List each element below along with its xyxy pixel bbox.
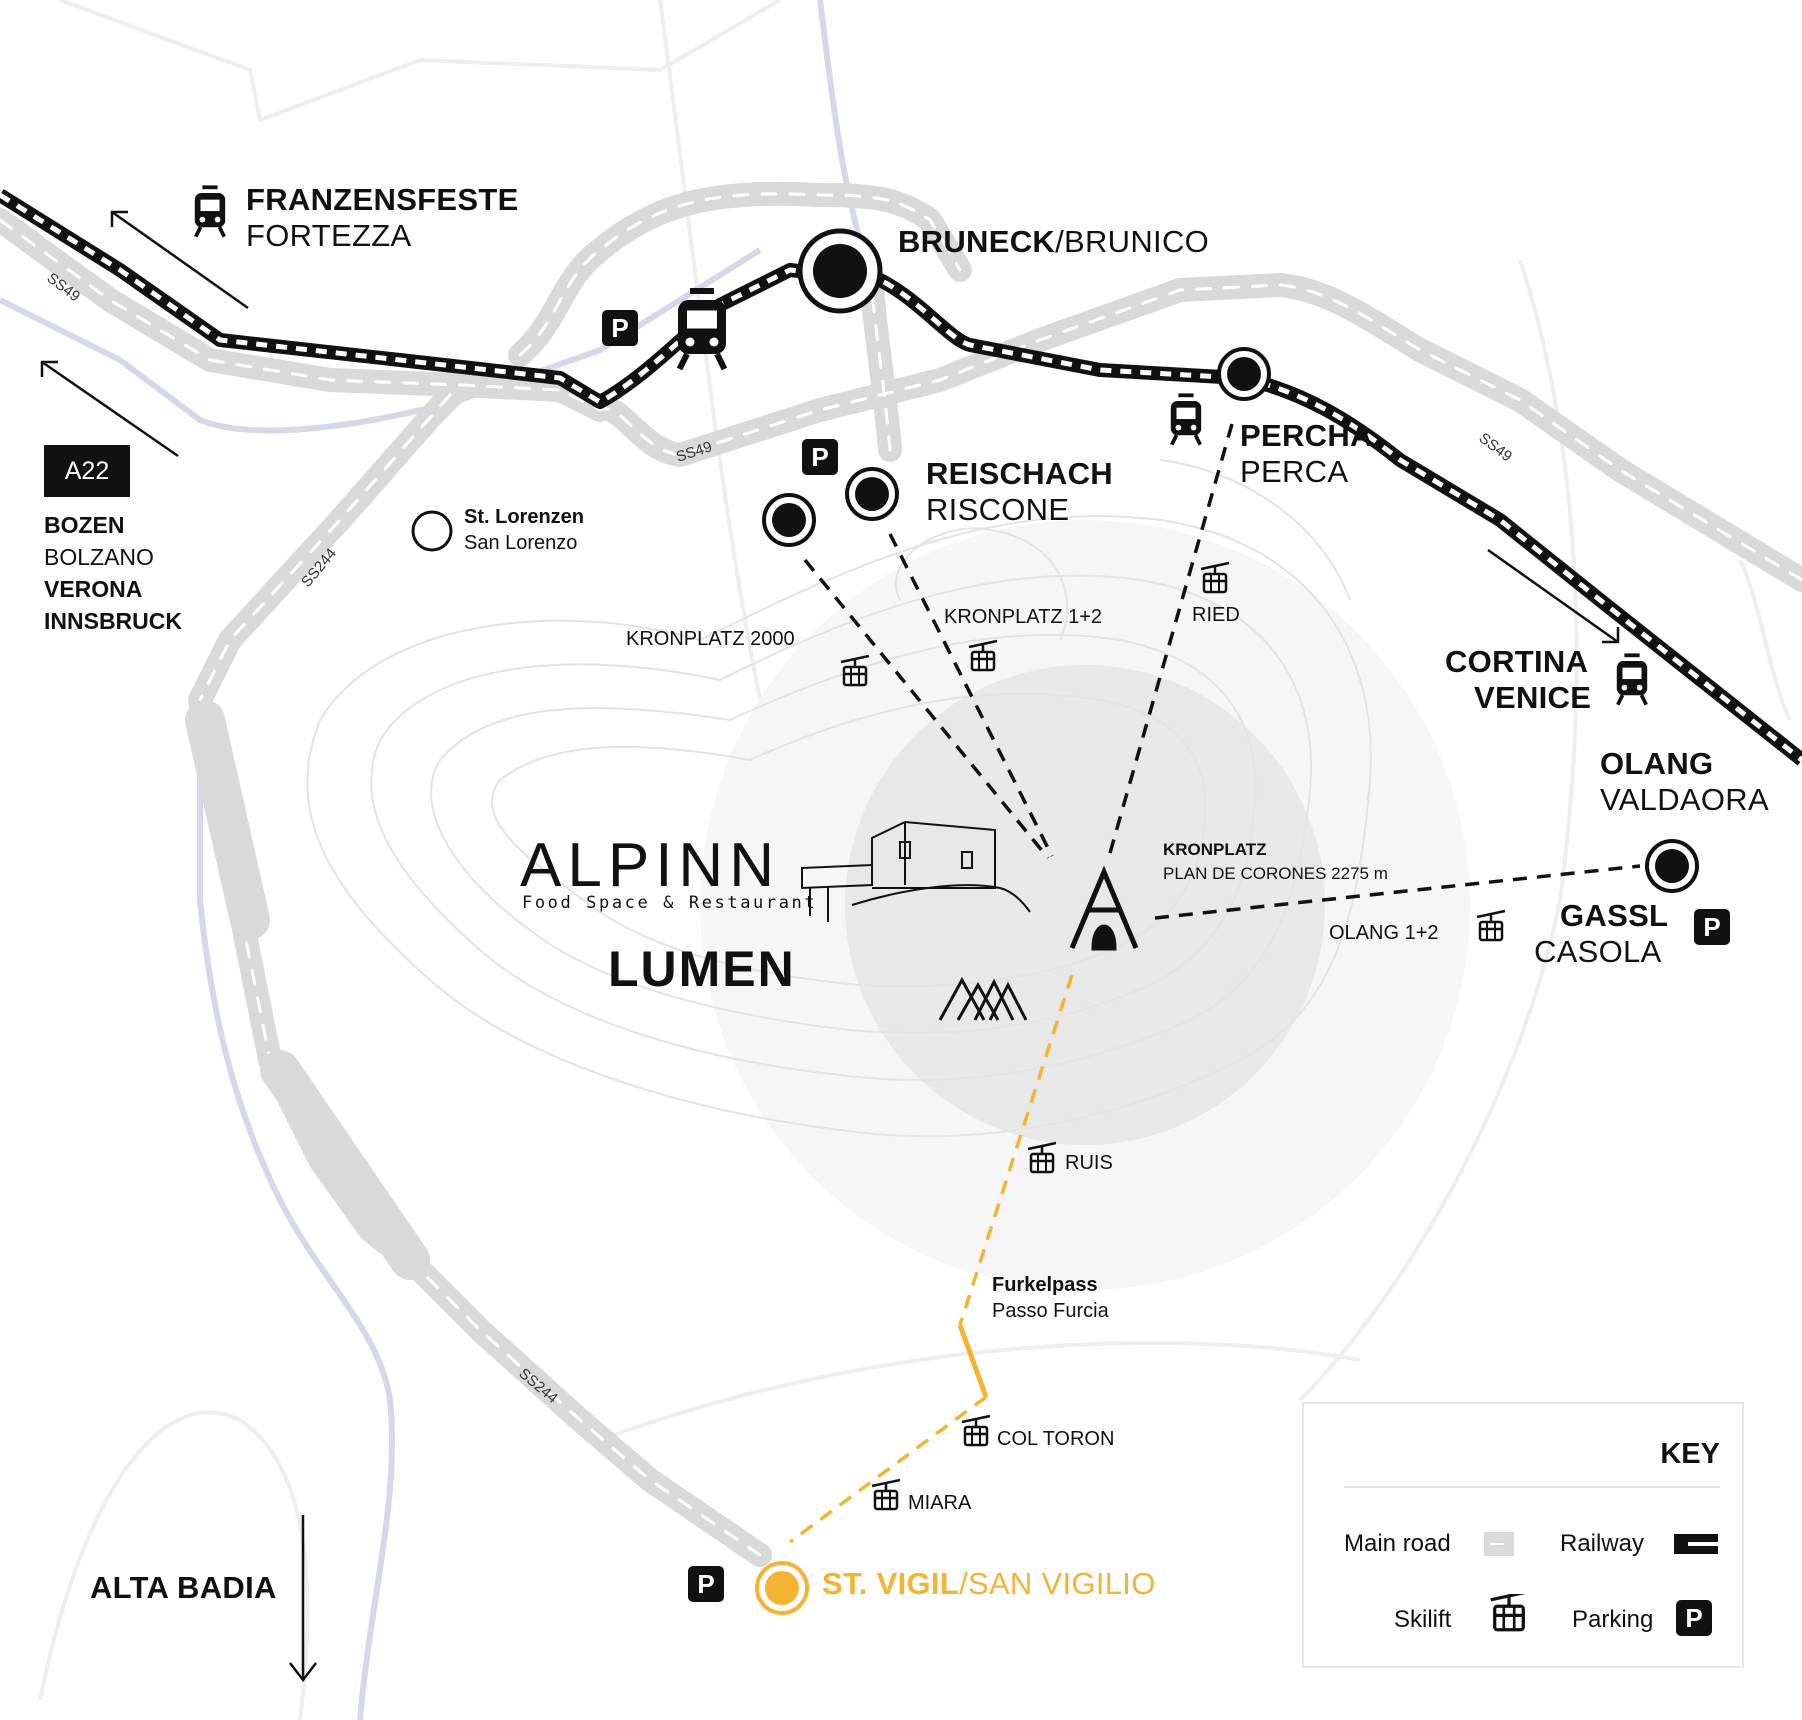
main-road-swatch-icon	[1484, 1532, 1514, 1556]
parking-key-icon: P	[1676, 1600, 1712, 1636]
passo-furcia-label: Passo Furcia	[992, 1300, 1109, 1322]
lift-label-col-toron: COL TORON	[997, 1428, 1115, 1450]
lift-label-ruis: RUIS	[1065, 1152, 1113, 1174]
furkelpass-label: Furkelpass	[992, 1274, 1098, 1296]
percha-label: PERCHA	[1240, 418, 1373, 453]
valdaora-label: VALDAORA	[1600, 782, 1769, 817]
key-parking-label: Parking	[1572, 1606, 1654, 1633]
alpinn-building-icon	[801, 820, 1031, 922]
bozen-label: BOZEN	[44, 512, 125, 538]
kronplatz-halo-inner	[845, 665, 1325, 1145]
lift-icon	[1475, 909, 1507, 942]
key-skilift-label: Skilift	[1394, 1606, 1452, 1633]
lift-label-kronplatz-1-2: KRONPLATZ 1+2	[944, 606, 1103, 628]
lift-routes	[788, 423, 1641, 1544]
san-lorenzo-label: San Lorenzo	[464, 532, 578, 554]
parking-icon: P	[802, 439, 838, 475]
railway-swatch-icon	[1674, 1534, 1718, 1554]
lumen-logo: LUMEN	[608, 941, 796, 997]
reischach-label: REISCHACH	[926, 456, 1113, 491]
gassl-label: GASSL	[1560, 898, 1669, 933]
station-markers	[411, 228, 1699, 1615]
bruneck-de: BRUNECK	[898, 224, 1056, 259]
key-railway-label: Railway	[1560, 1530, 1645, 1557]
lift-label-ried: RIED	[1192, 604, 1240, 626]
alpinn-logo: ALPINN	[520, 831, 780, 900]
road-label-ss49: SS49	[1476, 430, 1516, 466]
map-key: KEY Main road Railway Skilift Parking P	[1302, 1402, 1744, 1668]
parking-icon: P	[602, 310, 638, 346]
alpinn-subtitle: Food Space & Restaurant	[522, 893, 818, 913]
bruneck-label: BRUNECK/BRUNICO	[898, 224, 1209, 260]
direction-arrows	[40, 210, 1620, 1683]
train-icon	[192, 185, 228, 239]
cortina-label: CORTINA	[1445, 644, 1589, 679]
skilift-key-icon	[1489, 1594, 1529, 1632]
lift-icon	[870, 1478, 902, 1511]
vigil-de: ST. VIGIL	[822, 1566, 960, 1601]
vigil-it: /SAN VIGILIO	[959, 1566, 1156, 1601]
verona-label: VERONA	[44, 576, 143, 602]
lorenzen-label: St. Lorenzen	[464, 506, 585, 528]
railway	[0, 189, 1802, 766]
venice-label: VENICE	[1474, 680, 1592, 715]
train-icon	[1614, 653, 1650, 707]
plan-de-corones-label: PLAN DE CORONES 2275 m	[1163, 864, 1388, 883]
key-main-road-label: Main road	[1344, 1530, 1451, 1557]
key-divider	[1344, 1486, 1720, 1488]
lift-label-olang-1-2: OLANG 1+2	[1329, 922, 1439, 944]
riscone-label: RISCONE	[926, 492, 1070, 527]
parking-icon: P	[1694, 909, 1730, 945]
train-icon	[1168, 393, 1204, 447]
alta-badia-label: ALTA BADIA	[90, 1570, 277, 1605]
franzensfeste-label: FRANZENSFESTE	[246, 182, 519, 217]
lorenzen-marker	[411, 510, 453, 552]
olang-label: OLANG	[1600, 746, 1714, 781]
perca-label: PERCA	[1240, 454, 1349, 489]
furkel-road	[957, 1324, 989, 1398]
parking-icon: P	[688, 1566, 724, 1602]
lift-label-miara: MIARA	[908, 1492, 972, 1514]
casola-label: CASOLA	[1534, 934, 1662, 969]
main-roads	[0, 181, 1802, 1567]
contour-lines	[306, 459, 1372, 1138]
kronplatz-label: KRONPLATZ	[1163, 840, 1267, 859]
terrain-lines	[38, 0, 1792, 1720]
bolzano-label: BOLZANO	[44, 544, 154, 570]
kronplatz-summit-icon	[1069, 865, 1139, 951]
fortezza-label: FORTEZZA	[246, 218, 412, 253]
bruneck-it: /BRUNICO	[1055, 224, 1210, 259]
key-title: KEY	[1660, 1438, 1720, 1470]
lift-icon	[960, 1414, 992, 1447]
a22-badge: A22	[44, 445, 130, 497]
vigil-label: ST. VIGIL/SAN VIGILIO	[822, 1566, 1156, 1602]
lift-label-kronplatz-2000: KRONPLATZ 2000	[626, 628, 795, 650]
train-icon	[678, 291, 726, 369]
innsbruck-label: INNSBRUCK	[44, 608, 182, 634]
mountains-logo-icon	[938, 976, 1028, 1021]
